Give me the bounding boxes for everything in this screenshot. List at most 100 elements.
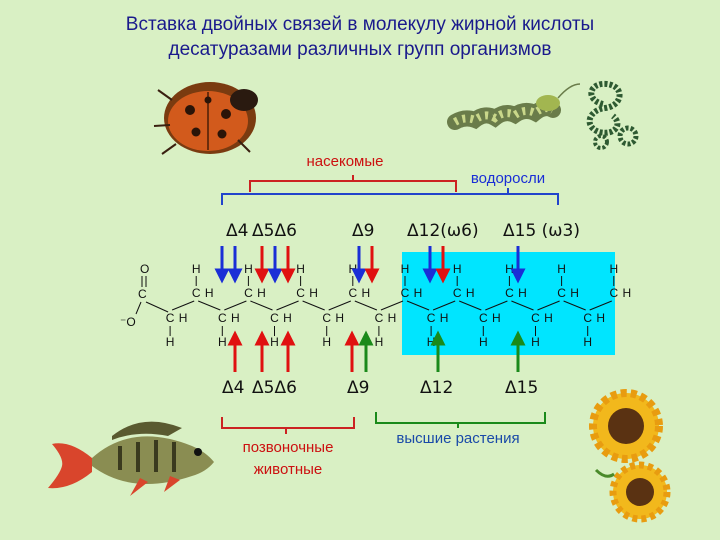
bond xyxy=(485,300,508,311)
algae-label: водоросли xyxy=(471,170,545,187)
chain-hydrogen: H xyxy=(557,262,566,276)
chain-hydrogen: H xyxy=(231,311,240,325)
chain-hydrogen: H xyxy=(453,262,462,276)
chain-hydrogen: H xyxy=(361,286,370,300)
chain-hydrogen: H xyxy=(309,286,318,300)
top-delta9-label: Δ9 xyxy=(352,221,374,241)
top-delta4-label: Δ4 xyxy=(226,221,248,241)
bond xyxy=(459,300,482,311)
higher-plants-bracket xyxy=(375,412,546,428)
bottom-arrows xyxy=(227,330,526,372)
insects-bracket xyxy=(249,175,457,192)
chain-hydrogen: H xyxy=(518,286,527,300)
chain-carbon: C xyxy=(322,311,331,325)
chain-carbon: C xyxy=(296,286,305,300)
top-delta12-omega6-label: Δ12(ω6) xyxy=(407,221,479,241)
chain-carbon: C xyxy=(375,311,384,325)
chain-carbon: C xyxy=(531,311,540,325)
chain-hydrogen: H xyxy=(283,311,292,325)
chain-carbon: C xyxy=(192,286,201,300)
fish-image xyxy=(48,421,214,496)
chain-carbon: C xyxy=(505,286,514,300)
chain-hydrogen: H xyxy=(414,286,423,300)
bond xyxy=(380,300,404,311)
bottom-delta9-label: Δ9 xyxy=(347,378,369,398)
carboxyl-anion-oxygen: ⁻O xyxy=(120,315,136,329)
bottom-delta15-label: Δ15 xyxy=(505,378,538,398)
bond xyxy=(198,300,221,311)
algae-bracket xyxy=(221,188,559,205)
chain-carbon: C xyxy=(609,286,618,300)
carboxyl-oxygen: O xyxy=(140,262,149,276)
chain-hydrogen: H xyxy=(570,286,579,300)
chain-hydrogen: H xyxy=(544,311,553,325)
chain-hydrogen: H xyxy=(492,311,501,325)
title-line-1: Вставка двойных связей в молекулу жирной… xyxy=(125,14,595,35)
bond xyxy=(589,300,612,311)
algae-image xyxy=(447,80,639,150)
chain-hydrogen: H xyxy=(609,262,618,276)
chain-carbon: C xyxy=(244,286,253,300)
chain-carbon: C xyxy=(401,286,410,300)
top-delta5-delta6-label: Δ5Δ6 xyxy=(252,221,297,241)
bond xyxy=(354,300,378,311)
chain-carbon: C xyxy=(348,286,357,300)
chain-hydrogen: H xyxy=(322,335,331,349)
chain-carbon: C xyxy=(166,311,175,325)
chain-carbon: C xyxy=(479,311,488,325)
bottom-delta12-label: Δ12 xyxy=(420,378,453,398)
chain-hydrogen: H xyxy=(335,311,344,325)
chain-hydrogen: H xyxy=(205,286,214,300)
bond xyxy=(406,300,430,311)
chain-carbon: C xyxy=(270,311,279,325)
bond xyxy=(302,300,325,311)
chain-hydrogen: H xyxy=(375,335,384,349)
chain-hydrogen: H xyxy=(257,286,266,300)
bottom-delta4-label: Δ4 xyxy=(222,378,244,398)
bond xyxy=(276,300,299,311)
chain-carbon: C xyxy=(218,311,227,325)
chain-hydrogen: H xyxy=(427,335,436,349)
chain-hydrogen: H xyxy=(270,335,279,349)
bond xyxy=(432,300,456,311)
higher-plants-label: высшие растения xyxy=(396,430,519,447)
chain-hydrogen: H xyxy=(179,311,188,325)
bond xyxy=(537,300,560,311)
chain-hydrogen: H xyxy=(466,286,475,300)
carboxyl-carbon: C xyxy=(138,287,147,301)
chain-hydrogen: H xyxy=(388,311,397,325)
chain-hydrogen: H xyxy=(244,262,253,276)
chain-hydrogen: H xyxy=(401,262,410,276)
chain-hydrogen: H xyxy=(596,311,605,325)
bond xyxy=(171,300,195,311)
vertebrates-label-line-1: позвоночные xyxy=(243,439,334,456)
bond xyxy=(328,300,351,311)
ladybug-image xyxy=(153,82,258,155)
title-line-2: десатуразами различных групп организмов xyxy=(168,39,552,60)
chain-hydrogen: H xyxy=(192,262,201,276)
vertebrates-label-line-2: животные xyxy=(254,461,323,478)
chain-hydrogen: H xyxy=(296,262,305,276)
chain-hydrogen: H xyxy=(622,286,631,300)
top-arrows xyxy=(214,246,526,284)
vertebrates-bracket xyxy=(221,417,355,434)
bottom-delta5-delta6-label: Δ5Δ6 xyxy=(252,378,297,398)
bond xyxy=(224,300,247,311)
chain-carbon: C xyxy=(583,311,592,325)
chain-hydrogen: H xyxy=(531,335,540,349)
chain-hydrogen: H xyxy=(348,262,357,276)
chain-hydrogen: H xyxy=(440,311,449,325)
bond xyxy=(511,300,534,311)
top-delta15-omega3-label: Δ15 (ω3) xyxy=(503,221,580,241)
bond xyxy=(250,300,273,311)
chain-hydrogen: H xyxy=(583,335,592,349)
bond xyxy=(145,301,169,313)
bond xyxy=(563,300,586,311)
chain-carbon: C xyxy=(427,311,436,325)
chain-carbon: C xyxy=(557,286,566,300)
sunflower-image xyxy=(589,389,671,523)
chain-hydrogen: H xyxy=(479,335,488,349)
slide-title: Вставка двойных связей в молекулу жирной… xyxy=(0,12,720,62)
